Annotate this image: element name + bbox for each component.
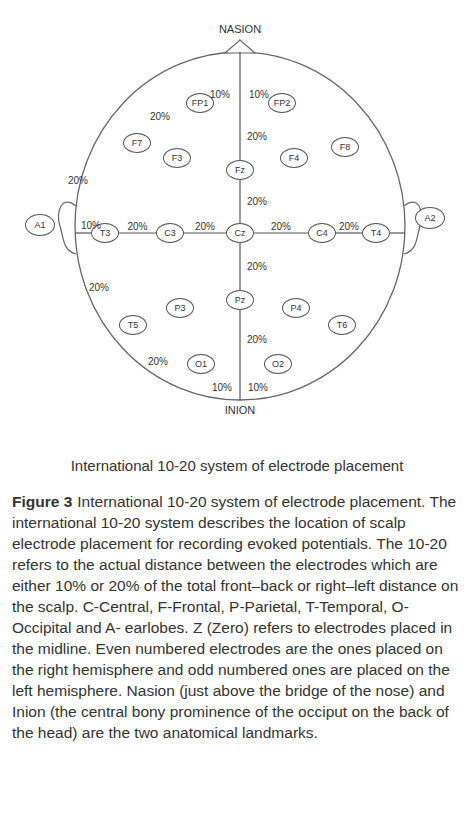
electrode-name: F7 [132, 138, 143, 148]
midline-lower [239, 310, 240, 400]
head-outline [0, 0, 474, 440]
electrode-name: O2 [272, 359, 284, 369]
electrode-circle: A1 [25, 214, 55, 236]
electrode-circle: F4 [280, 148, 308, 168]
electrode-circle: FP1 [186, 93, 214, 113]
electrode-name: T3 [100, 228, 111, 238]
measure-line [239, 180, 240, 223]
figure-title: International 10-20 system of electrode … [0, 457, 474, 474]
electrode-name: O1 [195, 359, 207, 369]
caption-text: International 10-20 system of electrode … [12, 493, 458, 741]
figure-number: Figure 3 [12, 493, 72, 510]
caption-block: Figure 3International 10-20 system of el… [12, 491, 467, 743]
electrode-circle: T5 [119, 315, 147, 335]
electrode-circle: F8 [331, 137, 359, 157]
distance-label: 20% [339, 222, 359, 232]
head-circle [75, 52, 405, 400]
electrode-circle: FP2 [268, 93, 296, 113]
distance-label: 20% [148, 357, 168, 367]
left-ear [58, 202, 76, 254]
electrode-name: F4 [289, 153, 300, 163]
electrode-name: Pz [235, 295, 246, 305]
landmark-label: INION [225, 405, 256, 416]
electrode-name: T4 [371, 228, 382, 238]
distance-label: 10% [210, 90, 230, 100]
electrode-name: C3 [164, 228, 176, 238]
electrode-circle: O2 [264, 354, 292, 374]
measure-line [119, 232, 156, 233]
electrode-name: Fz [235, 165, 245, 175]
electrode-circle: C3 [156, 223, 184, 243]
electrode-name: F8 [340, 142, 351, 152]
distance-label: 20% [247, 335, 267, 345]
electrode-name: C4 [316, 228, 328, 238]
distance-label: 20% [271, 222, 291, 232]
distance-label: 20% [127, 222, 147, 232]
distance-label: 20% [195, 222, 215, 232]
electrode-name: P3 [174, 303, 185, 313]
electrode-name: P4 [290, 303, 301, 313]
distance-label: 10% [81, 221, 101, 231]
electrode-circle: Fz [226, 160, 254, 180]
electrode-name: FP2 [274, 98, 291, 108]
electrode-name: T6 [337, 320, 348, 330]
electrode-circle: A2 [415, 207, 445, 229]
electrode-circle: Pz [226, 290, 254, 310]
coronal-right [390, 232, 405, 233]
distance-label: 10% [249, 90, 269, 100]
electrode-circle: C4 [308, 223, 336, 243]
distance-label: 20% [68, 176, 88, 186]
nose-triangle [225, 40, 255, 53]
measure-line [239, 243, 240, 290]
electrode-name: A2 [424, 213, 435, 223]
distance-label: 20% [247, 132, 267, 142]
electrode-circle: F3 [163, 148, 191, 168]
electrode-name: A1 [34, 220, 45, 230]
measure-line [336, 232, 362, 233]
distance-label: 20% [247, 262, 267, 272]
electrode-circle: T6 [328, 315, 356, 335]
coronal-left [75, 232, 91, 233]
electrode-name: Cz [235, 228, 246, 238]
distance-label: 20% [89, 283, 109, 293]
electrode-circle: P4 [282, 298, 310, 318]
electrode-name: FP1 [192, 98, 209, 108]
distance-label: 10% [212, 383, 232, 393]
electrode-circle: T4 [362, 223, 390, 243]
title-text: International 10-20 system of electrode … [71, 457, 404, 474]
electrode-circle: Cz [226, 223, 254, 243]
electrode-name: T5 [128, 320, 139, 330]
connector-layer [0, 0, 474, 440]
electrode-circle: F7 [123, 133, 151, 153]
measure-line [184, 232, 226, 233]
distance-label: 10% [248, 383, 268, 393]
diagram-stage: FP1 FP2F7F3Fz F4 F8A1T3 C3 Cz C4 T4 A2P3 PzP4T5 T6… [0, 0, 474, 440]
electrode-circle: O1 [187, 354, 215, 374]
measure-line [254, 232, 308, 233]
electrode-name: F3 [172, 153, 183, 163]
midline-upper [239, 52, 240, 160]
landmark-label: NASION [219, 24, 261, 35]
electrode-circle: P3 [166, 298, 194, 318]
distance-label: 20% [247, 197, 267, 207]
distance-label: 20% [150, 112, 170, 122]
